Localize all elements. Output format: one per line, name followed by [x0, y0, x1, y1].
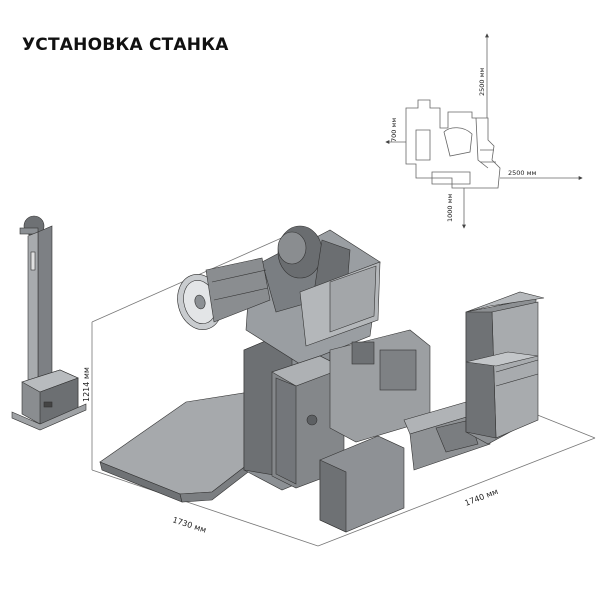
shelving-unit	[465, 291, 545, 445]
height-label: 1214 мм	[82, 367, 91, 402]
plan-right-label: 2500 мм	[508, 169, 537, 177]
dimension-lines	[91, 231, 596, 547]
side-depth-label: 1740 мм	[463, 487, 499, 508]
plan-bottom-label: 1000 мм	[446, 193, 454, 222]
control-pedestal	[11, 215, 87, 431]
side-dimension-line	[317, 437, 596, 547]
floor-plan	[385, 33, 583, 229]
machine-body	[99, 225, 491, 533]
front-width-label: 1730 мм	[171, 515, 207, 534]
page-title: УСТАНОВКА СТАНКА	[22, 35, 229, 55]
front-dimension-line	[91, 469, 319, 547]
plan-top-label: 2500 мм	[478, 67, 486, 96]
plan-left-label: 700 мм	[390, 118, 398, 142]
